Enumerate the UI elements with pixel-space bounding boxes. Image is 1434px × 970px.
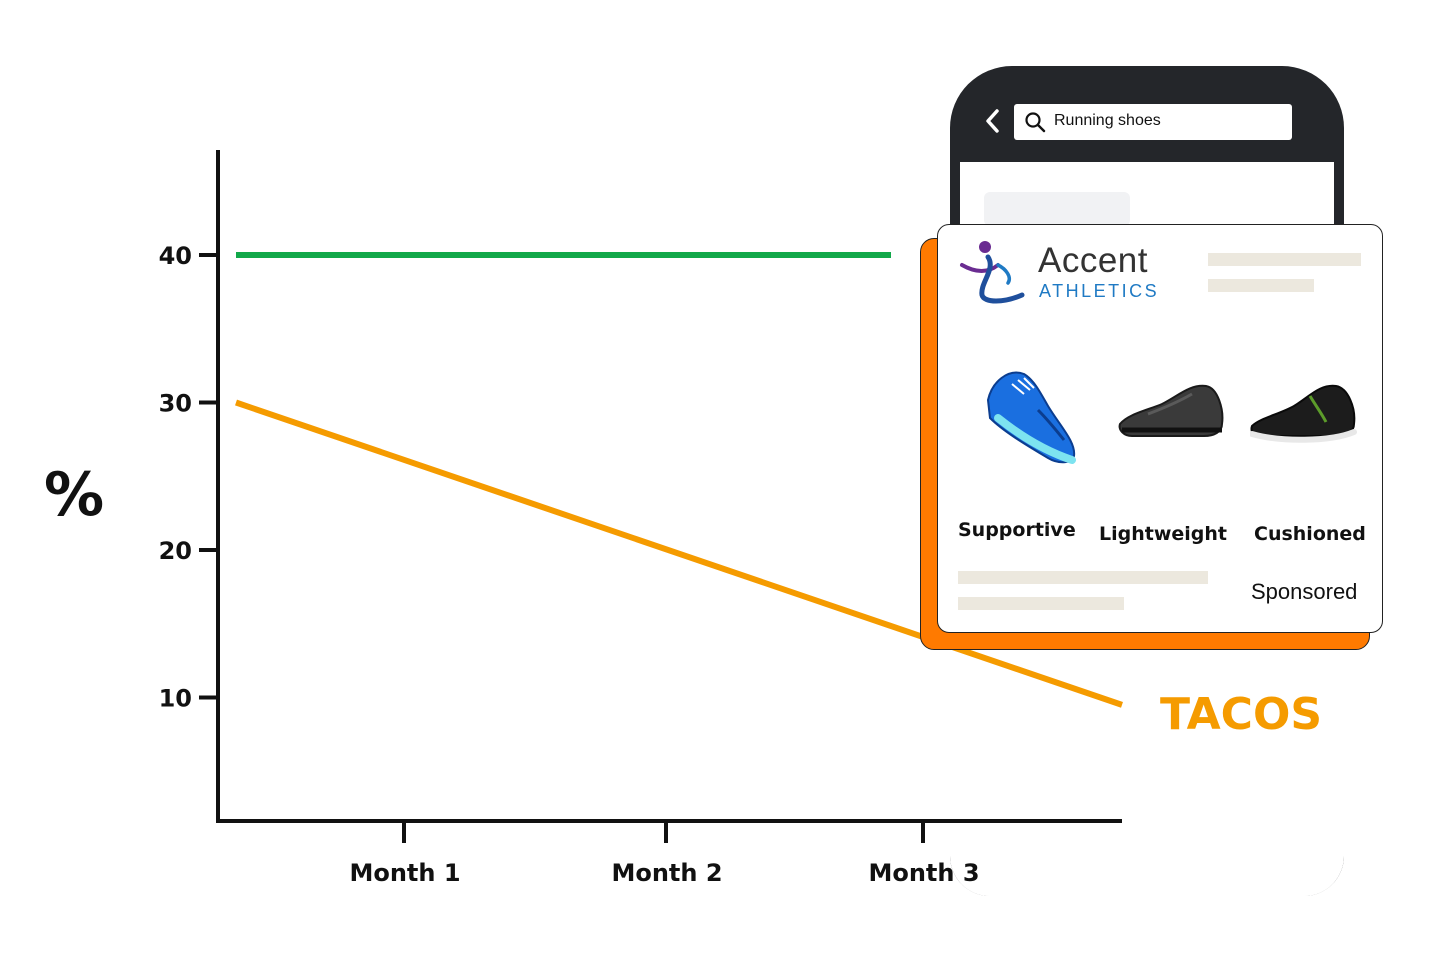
sponsored-ad-card[interactable]: Accent ATHLETICS Supportive Lightweight … <box>937 224 1383 633</box>
product-image-supportive[interactable] <box>978 360 1083 470</box>
placeholder-bar <box>958 597 1124 610</box>
y-axis-title: % <box>44 460 104 530</box>
placeholder-bar <box>1208 279 1314 292</box>
search-icon <box>1025 112 1046 133</box>
placeholder-bar <box>1208 253 1361 266</box>
x-tick-label-2: Month 2 <box>611 859 722 887</box>
y-tick-label-40: 40 <box>159 242 192 270</box>
sponsored-label: Sponsored <box>1251 579 1358 604</box>
chart-series: TACOS <box>235 252 1322 740</box>
chevron-left-icon[interactable] <box>978 106 1008 136</box>
brand-name: Accent <box>1038 241 1148 280</box>
y-tick-label-20: 20 <box>159 537 192 565</box>
series-label-tacos: TACOS <box>1160 689 1322 740</box>
y-tick-label-10: 10 <box>159 685 192 713</box>
x-tick-label-3: Month 3 <box>868 859 979 887</box>
y-tick-label-30: 30 <box>159 390 192 418</box>
series-line-tacos <box>235 399 1123 708</box>
search-query-text: Running shoes <box>1054 112 1161 129</box>
product-label-cushioned[interactable]: Cushioned <box>1254 523 1366 545</box>
product-image-lightweight[interactable] <box>1118 380 1226 444</box>
product-label-supportive[interactable]: Supportive <box>958 519 1076 541</box>
brand-subtitle: ATHLETICS <box>1039 281 1160 301</box>
screen-placeholder <box>984 192 1130 226</box>
product-image-cushioned[interactable] <box>1250 378 1358 450</box>
placeholder-bar <box>958 571 1208 584</box>
accent-athletics-logo-icon <box>960 241 1025 304</box>
search-input[interactable]: Running shoes <box>1014 104 1292 140</box>
x-tick-label-1: Month 1 <box>349 859 460 887</box>
product-label-lightweight[interactable]: Lightweight <box>1099 523 1227 545</box>
